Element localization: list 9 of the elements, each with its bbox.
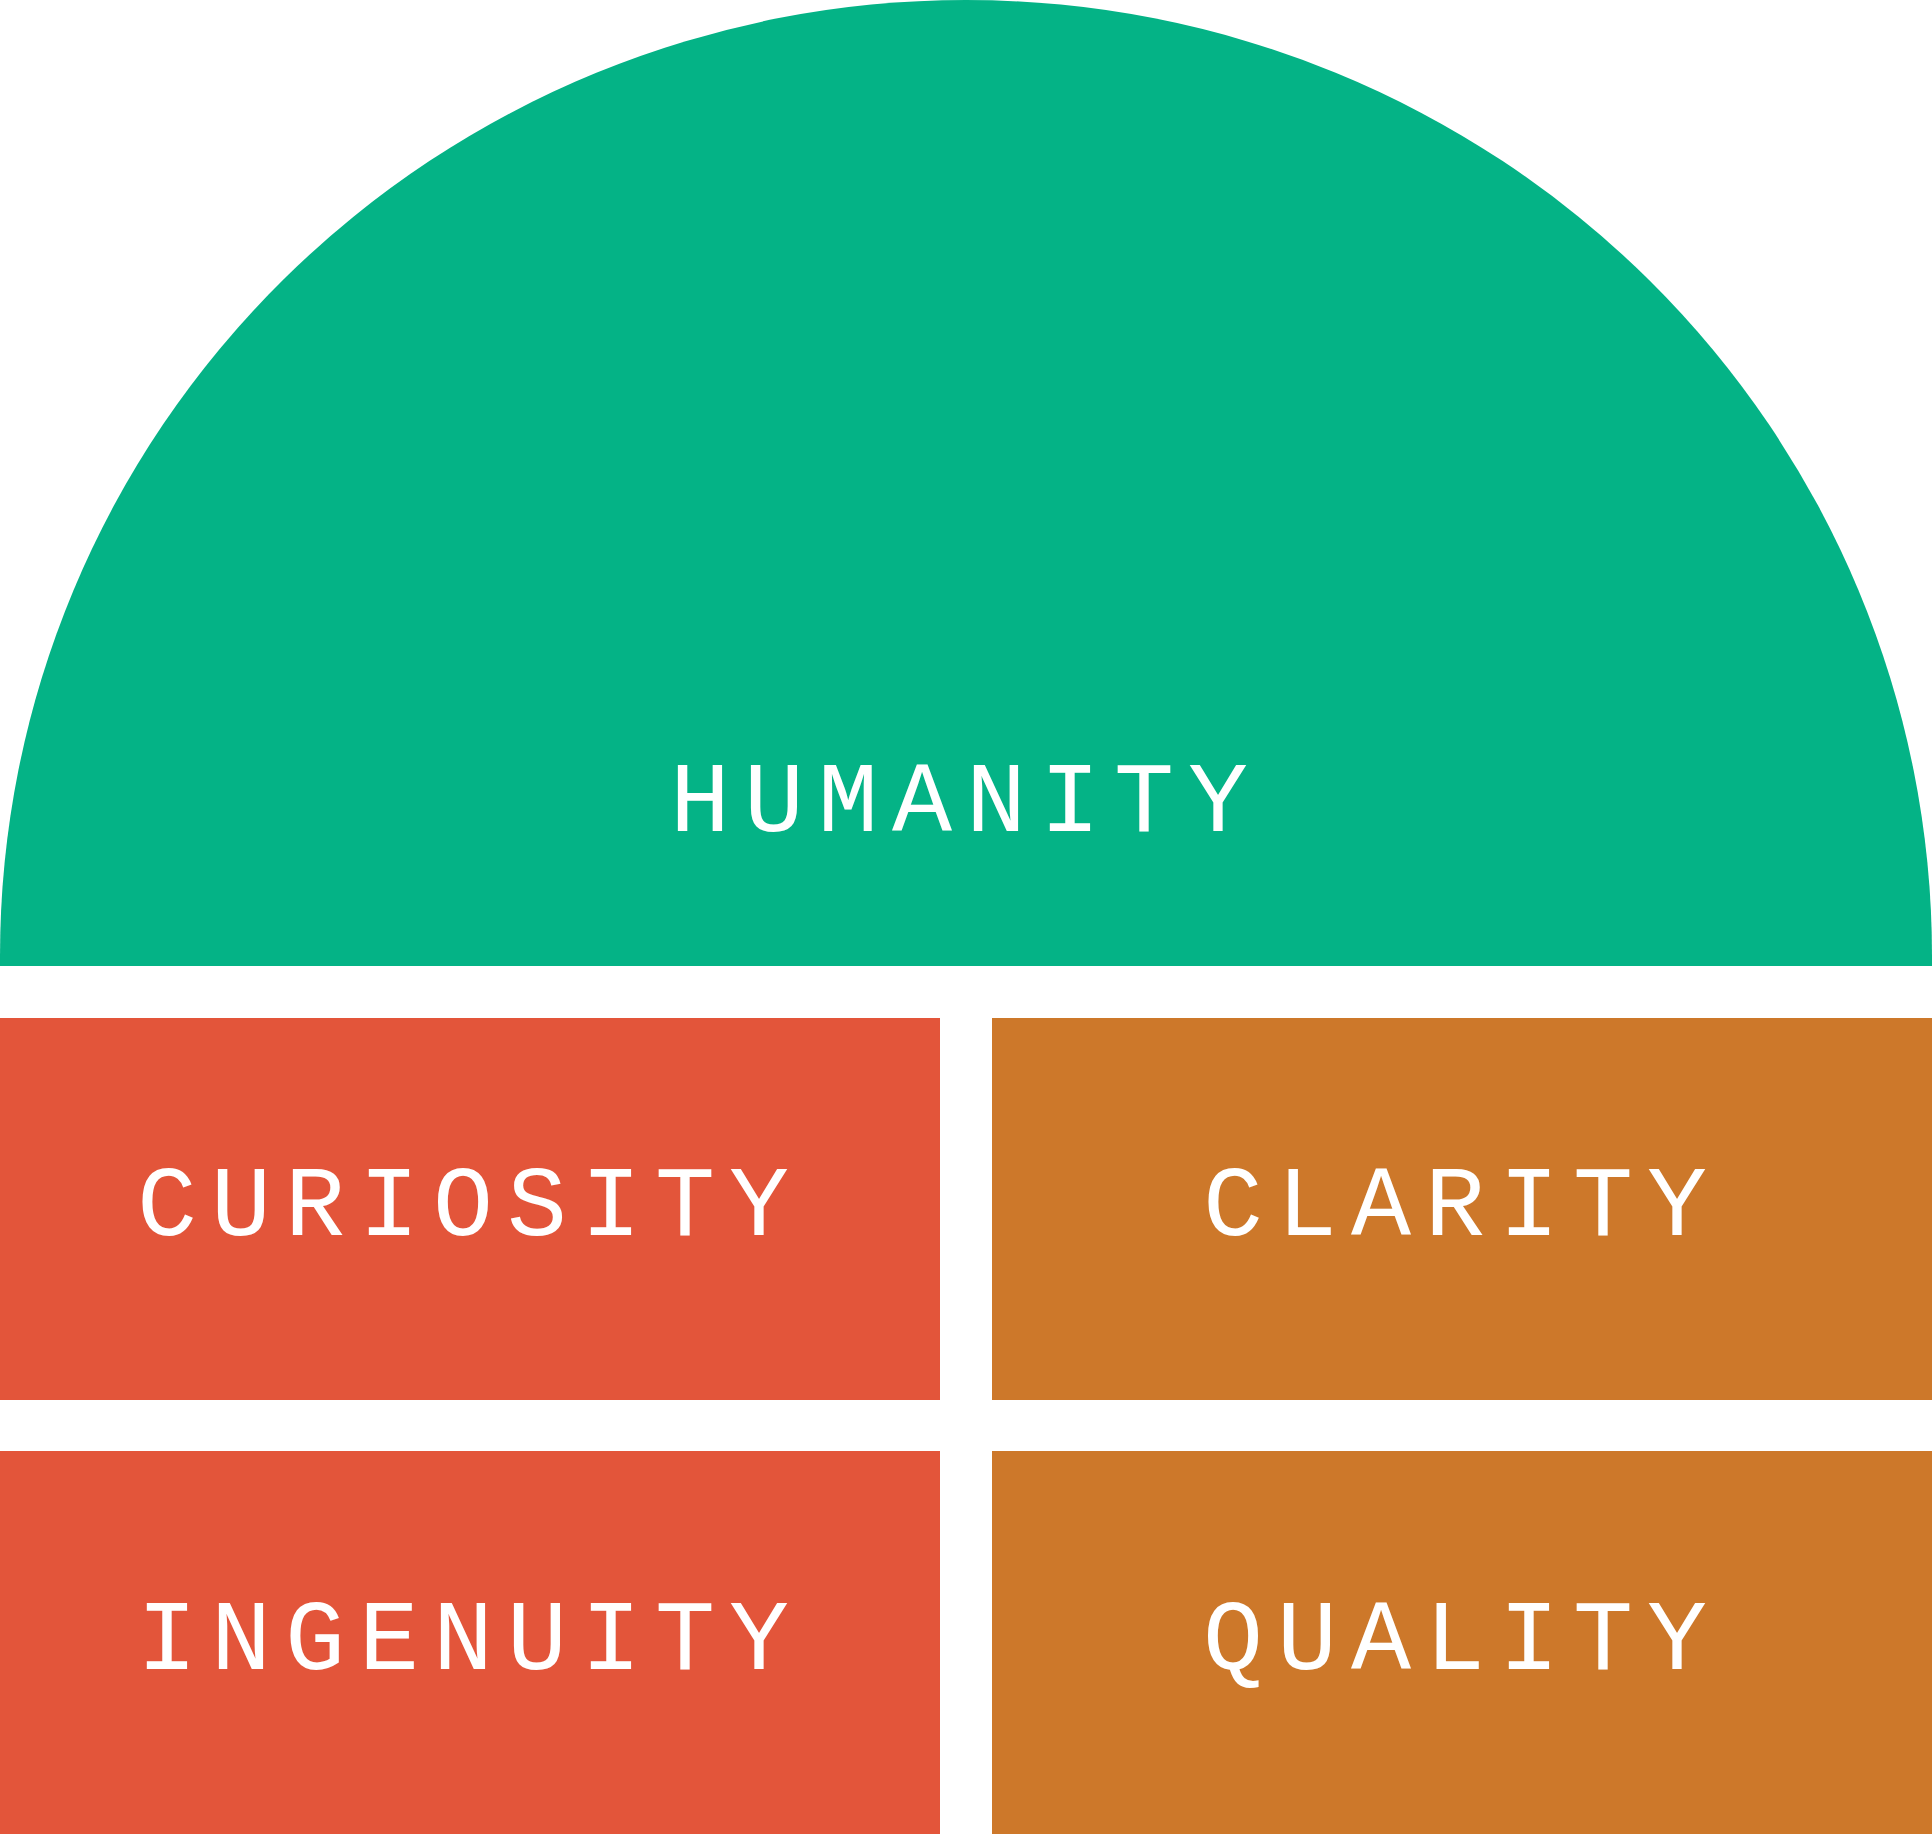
value-label: QUALITY: [1202, 1592, 1722, 1693]
value-label: CLARITY: [1202, 1159, 1722, 1259]
value-block: [0, 1451, 940, 1834]
value-label: HUMANITY: [669, 755, 1263, 855]
value-label: INGENUITY: [136, 1592, 804, 1693]
value-block: [992, 1018, 1932, 1400]
value-label: CURIOSITY: [136, 1159, 804, 1259]
value-block: [992, 1451, 1932, 1834]
value-block: [0, 1018, 940, 1400]
